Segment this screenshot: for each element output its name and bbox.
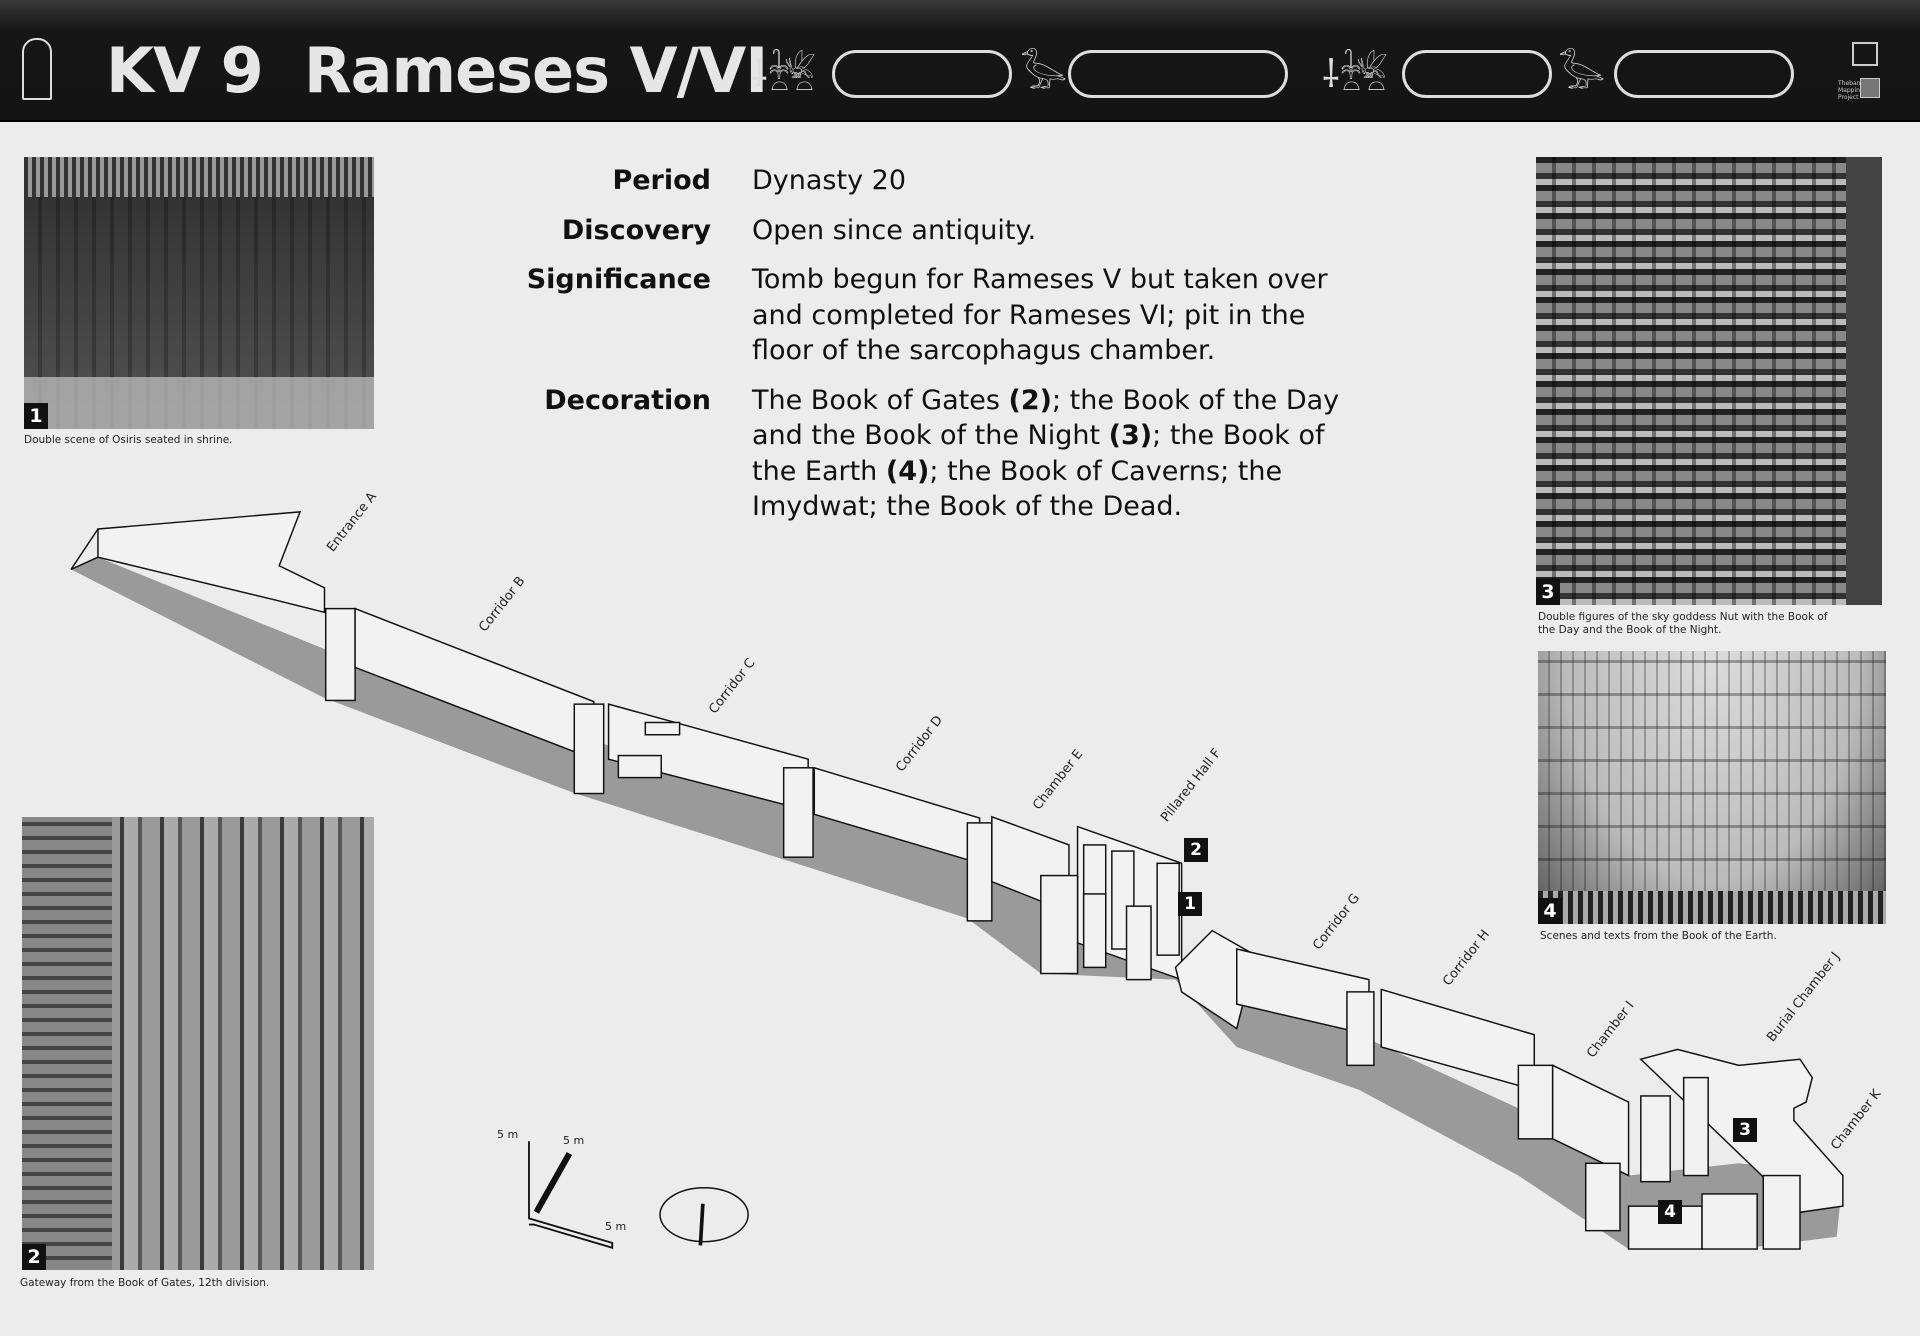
info-row-decoration: Decoration The Book of Gates (2); the Bo… — [400, 383, 1380, 525]
photo-nut-ceiling: 3 — [1536, 157, 1882, 605]
cartouche-icon — [1614, 50, 1794, 98]
figure-ref: (2) — [1008, 384, 1052, 416]
entrance-a-walls — [97, 511, 326, 614]
tomb-info: Period Dynasty 20 Discovery Open since a… — [400, 163, 1380, 539]
info-value: Tomb begun for Rameses V but taken over … — [752, 264, 1328, 366]
info-label: Discovery — [561, 214, 711, 246]
photo-marker-3: 3 — [1733, 1118, 1757, 1142]
project-logo-icon — [1852, 42, 1878, 66]
photo-caption: Scenes and texts from the Book of the Ea… — [1540, 930, 1777, 942]
photo-number: 2 — [22, 1244, 46, 1270]
photo-caption: Double scene of Osiris seated in shrine. — [24, 434, 233, 446]
project-logo-text: Theban Mapping Project — [1838, 80, 1864, 101]
text: ; the Book of the Day and the Book of th… — [752, 384, 1340, 452]
header-bar: KV 9 Rameses V/VI ⸸𓆥 𓅭 ⸸𓆥 𓅭 Theban Mappi… — [0, 0, 1920, 122]
duck-glyph-icon: 𓅭 — [1558, 52, 1606, 96]
info-label: Decoration — [544, 384, 711, 416]
north-arrow-icon — [659, 1187, 749, 1246]
sedge-bee-glyph-icon: ⸸𓆥 — [1322, 52, 1389, 96]
duck-glyph-icon: 𓅭 — [1020, 52, 1068, 96]
info-row-discovery: Discovery Open since antiquity. — [400, 213, 1380, 249]
cartouche-icon — [832, 50, 1012, 98]
photo-caption: Gateway from the Book of Gates, 12th div… — [20, 1277, 270, 1289]
chamber-i-walls — [1551, 1064, 1630, 1177]
photo-book-of-gates: 2 — [22, 817, 374, 1270]
sedge-bee-glyph-icon: ⸸𓆥 — [750, 52, 817, 96]
text: ; the Book of the Earth — [752, 420, 1325, 487]
info-label: Significance — [526, 264, 711, 295]
scale-label-diagonal: 5 m — [563, 1134, 585, 1147]
info-value: Dynasty 20 — [752, 165, 906, 196]
photo-osiris-shrine: 1 — [24, 157, 374, 429]
photo-marker-2: 2 — [1184, 838, 1208, 862]
info-label: Period — [612, 165, 711, 196]
tomb-floor — [71, 557, 1629, 1250]
photo-book-of-earth: 4 — [1538, 651, 1886, 924]
photo-marker-4: 4 — [1658, 1200, 1682, 1224]
figure-ref: (3) — [1108, 420, 1153, 451]
scale-label-horizontal: 5 m — [605, 1220, 627, 1233]
figure-ref: (4) — [885, 455, 930, 487]
scale-bar — [528, 1141, 614, 1250]
photo-number: 4 — [1538, 898, 1562, 924]
cartouche-icon — [1068, 50, 1288, 98]
photo-number: 1 — [24, 403, 48, 429]
info-row-significance: Significance Tomb begun for Rameses V bu… — [400, 262, 1380, 369]
photo-number: 3 — [1536, 579, 1560, 605]
cartouche-logo-icon — [22, 38, 52, 100]
page-title: KV 9 Rameses V/VI — [106, 34, 768, 107]
royal-names-hieroglyphs: ⸸𓆥 𓅭 ⸸𓆥 𓅭 — [750, 46, 1800, 104]
text: ; the Book of Caverns; the Imydwat; the … — [752, 455, 1283, 523]
scale-label-vertical: 5 m — [497, 1128, 519, 1141]
cartouche-icon — [1402, 50, 1552, 98]
info-value: The Book of Gates (2); the Book of the D… — [752, 383, 1372, 525]
project-emblem-icon — [1860, 78, 1880, 98]
info-value: Open since antiquity. — [752, 214, 1037, 246]
text: The Book of Gates — [752, 384, 1009, 416]
photo-caption: Double figures of the sky goddess Nut wi… — [1538, 611, 1828, 636]
photo-marker-1: 1 — [1178, 892, 1202, 916]
info-row-period: Period Dynasty 20 — [400, 163, 1380, 199]
